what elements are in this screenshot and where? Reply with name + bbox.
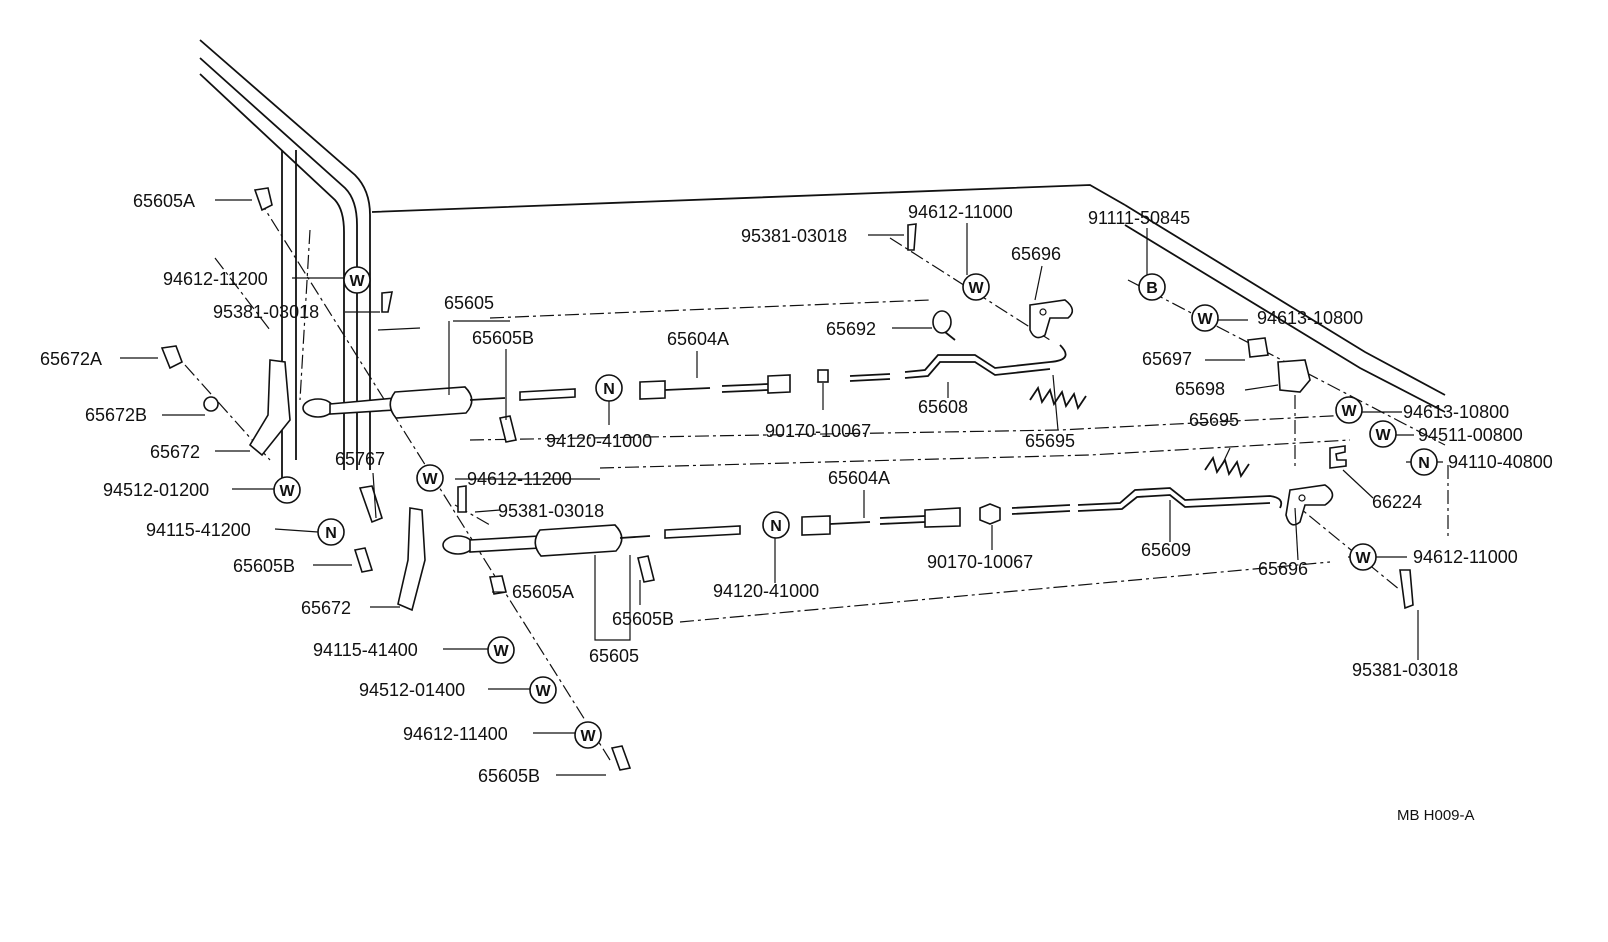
part-label: 65605A bbox=[133, 191, 195, 211]
part-label: 65672B bbox=[85, 405, 147, 425]
part-label: 94613-10800 bbox=[1257, 308, 1363, 328]
svg-text:W: W bbox=[1375, 427, 1391, 444]
svg-text:B: B bbox=[1146, 280, 1158, 297]
part-label: 65696 bbox=[1011, 244, 1061, 264]
part-label: 65608 bbox=[918, 397, 968, 417]
part-labels: 65605A 94612-11200 95381-03018 65672A 65… bbox=[40, 191, 1553, 824]
part-label: 94612-11000 bbox=[908, 202, 1013, 222]
leader-lines bbox=[120, 199, 1443, 776]
part-label: 95381-03018 bbox=[498, 501, 604, 521]
part-label: 94115-41400 bbox=[313, 640, 418, 660]
part-label: 65672 bbox=[301, 598, 351, 618]
w-symbol: W bbox=[1191, 304, 1219, 332]
svg-text:W: W bbox=[535, 683, 551, 700]
part-label: 65692 bbox=[826, 319, 876, 339]
svg-text:W: W bbox=[279, 483, 295, 500]
part-label: 65605A bbox=[512, 582, 574, 602]
part-label: 65609 bbox=[1141, 540, 1191, 560]
w-symbol: W bbox=[343, 266, 371, 294]
part-label: 95381-03018 bbox=[213, 302, 319, 322]
svg-text:W: W bbox=[1341, 403, 1357, 420]
part-label: 94613-10800 bbox=[1403, 402, 1509, 422]
part-label: 94115-41200 bbox=[146, 520, 251, 540]
frame-outline bbox=[199, 39, 1446, 500]
part-label: 94120-41000 bbox=[546, 431, 652, 451]
svg-text:N: N bbox=[603, 381, 615, 398]
w-symbol: W bbox=[487, 636, 515, 664]
part-label: 94612-11200 bbox=[163, 269, 268, 289]
part-label: 65672A bbox=[40, 349, 102, 369]
part-label: 94512-01400 bbox=[359, 680, 465, 700]
symbol-circles: W W N W W W W N N W B W W W N W bbox=[273, 266, 1438, 749]
part-label: 65605 bbox=[444, 293, 494, 313]
part-label: 65604A bbox=[828, 468, 890, 488]
svg-text:N: N bbox=[1418, 455, 1430, 472]
n-symbol: N bbox=[595, 374, 623, 402]
guide-lines bbox=[184, 197, 1449, 761]
part-label: 94511-00800 bbox=[1418, 425, 1523, 445]
part-label: 65767 bbox=[335, 449, 385, 469]
w-symbol: W bbox=[962, 273, 990, 301]
w-symbol: W bbox=[1335, 396, 1363, 424]
part-label: 91111-50845 bbox=[1088, 208, 1190, 228]
part-label: 95381-03018 bbox=[741, 226, 847, 246]
b-symbol: B bbox=[1138, 273, 1166, 301]
part-label: 65695 bbox=[1025, 431, 1075, 451]
part-label: 65605B bbox=[612, 609, 674, 629]
part-label: 65697 bbox=[1142, 349, 1192, 369]
part-label: 66224 bbox=[1372, 492, 1422, 512]
svg-text:N: N bbox=[325, 525, 337, 542]
part-label: 94120-41000 bbox=[713, 581, 819, 601]
svg-text:W: W bbox=[422, 471, 438, 488]
part-label: 65605B bbox=[233, 556, 295, 576]
part-label: 94512-01200 bbox=[103, 480, 209, 500]
part-label: 95381-03018 bbox=[1352, 660, 1458, 680]
svg-text:W: W bbox=[349, 273, 365, 290]
part-label: 94612-11000 bbox=[1413, 547, 1518, 567]
n-symbol: N bbox=[1410, 448, 1438, 476]
part-label: 90170-10067 bbox=[927, 552, 1033, 572]
part-label: 65696 bbox=[1258, 559, 1308, 579]
w-symbol: W bbox=[574, 721, 602, 749]
part-label: 94612-11200 bbox=[467, 469, 572, 489]
svg-text:W: W bbox=[968, 280, 984, 297]
svg-text:W: W bbox=[1197, 311, 1213, 328]
svg-text:N: N bbox=[770, 518, 782, 535]
w-symbol: W bbox=[273, 476, 301, 504]
w-symbol: W bbox=[1369, 420, 1397, 448]
part-label: 65605 bbox=[589, 646, 639, 666]
w-symbol: W bbox=[416, 464, 444, 492]
svg-text:W: W bbox=[1355, 550, 1371, 567]
mechanical-parts bbox=[160, 187, 1414, 771]
part-label: 65695 bbox=[1189, 410, 1239, 430]
part-label: 90170-10067 bbox=[765, 421, 871, 441]
part-label: 65605B bbox=[472, 328, 534, 348]
part-label: 65672 bbox=[150, 442, 200, 462]
diagram-code: MB H009-A bbox=[1397, 807, 1475, 824]
w-symbol: W bbox=[529, 676, 557, 704]
n-symbol: N bbox=[762, 511, 790, 539]
w-symbol: W bbox=[1349, 543, 1377, 571]
part-label: 65605B bbox=[478, 766, 540, 786]
svg-text:W: W bbox=[580, 728, 596, 745]
part-label: 94612-11400 bbox=[403, 724, 508, 744]
part-label: 65604A bbox=[667, 329, 729, 349]
svg-text:W: W bbox=[493, 643, 509, 660]
part-label: 65698 bbox=[1175, 379, 1225, 399]
n-symbol: N bbox=[317, 518, 345, 546]
part-label: 94110-40800 bbox=[1448, 452, 1553, 472]
